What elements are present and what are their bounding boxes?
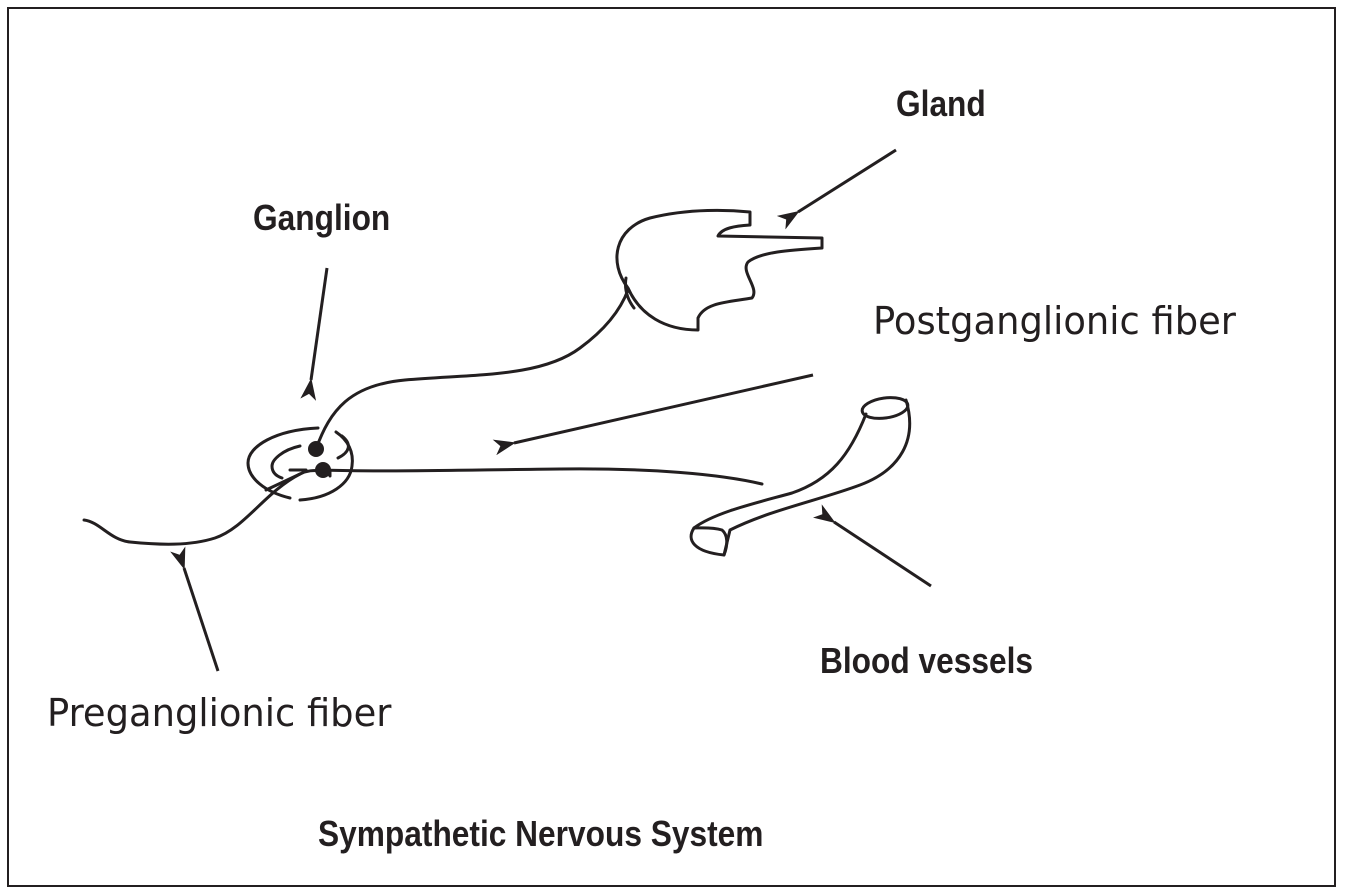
ganglion-inner-arc-left [272, 446, 300, 478]
vessel-top-opening [861, 395, 909, 421]
preganglionic-arrow [184, 568, 218, 671]
blood-vessels-arrow [834, 522, 931, 586]
gland-outline [617, 210, 822, 330]
label-preganglionic-fiber: Preganglionic fiber [47, 694, 391, 732]
postganglionic-arrow [514, 375, 813, 443]
ganglion-arrow [311, 268, 327, 380]
preganglionic-connector [266, 474, 300, 490]
blood-vessel-shape [691, 395, 910, 555]
ganglion-shape [248, 428, 352, 500]
postganglionic-fiber-to-gland [316, 290, 628, 449]
gland-arrow [798, 150, 896, 212]
label-postganglionic-fiber: Postganglionic fiber [873, 302, 1236, 340]
preganglionic-fiber [84, 470, 330, 544]
ganglion-outer-arc-left [248, 428, 318, 498]
label-blood-vessels: Blood vessels [820, 643, 1033, 679]
postganglionic-fiber-to-vessel [323, 469, 762, 484]
vessel-right-wall [724, 400, 910, 555]
label-gland: Gland [896, 86, 986, 122]
label-ganglion: Ganglion [253, 200, 390, 236]
vessel-bottom-opening [691, 528, 727, 555]
diagram-title: Sympathetic Nervous System [318, 816, 763, 852]
gland-shape [617, 210, 822, 330]
